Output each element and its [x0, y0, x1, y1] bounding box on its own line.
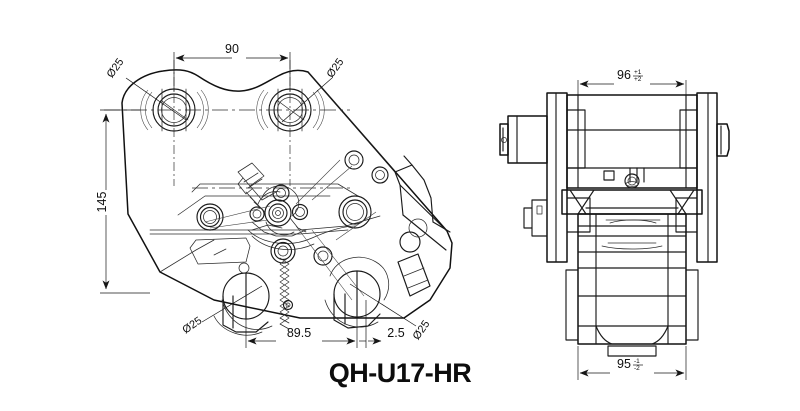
boss-lower-center-small [313, 246, 333, 266]
diameter-label-bottom-left: Ø25 [180, 315, 204, 337]
construction-line-4 [295, 159, 341, 205]
side-top-value: 96 [617, 68, 631, 82]
construction-line-7 [311, 229, 365, 297]
construction-line-6 [295, 225, 353, 301]
boss-right-large [338, 195, 372, 229]
dimension-bottom-89-5: 89.5 [245, 300, 358, 348]
side-gusset [561, 173, 703, 215]
side-bottom-tol-upper: -1 [634, 358, 640, 365]
dimension-label-2-5: 2.5 [387, 326, 404, 340]
boss-right-plain [399, 231, 421, 253]
side-stack-body [577, 213, 687, 357]
dimension-top-width-90: 90 [173, 42, 291, 92]
boss-lower-center [270, 238, 296, 264]
spring-bracket [237, 162, 277, 213]
dimension-bottom-2-5: 2.5 [359, 300, 405, 348]
dimension-label-145: 145 [95, 192, 109, 213]
dimension-label-96: 96 +1 +2 [617, 68, 643, 83]
boss-upper-right-small [344, 150, 364, 170]
diameter-label-bottom-right: Ø25 [411, 318, 433, 342]
front-internal-structure [149, 183, 381, 273]
construction-line-1 [204, 205, 271, 223]
hook-jaw-left [213, 272, 273, 336]
drawing-title: QH-U17-HR [328, 358, 472, 388]
dimension-side-bottom-95: 95 -1 -2 [577, 346, 687, 380]
side-view: 96 +1 +2 95 -1 -2 [499, 68, 730, 380]
side-lower-tabs [565, 269, 699, 341]
side-bottom-tol-lower: -2 [634, 365, 640, 372]
side-pin-right [716, 123, 730, 157]
construction-line-2 [209, 219, 269, 229]
latch-mechanism [247, 184, 357, 250]
side-top-tol-upper: +1 [634, 69, 642, 76]
diameter-label-top-right: Ø25 [325, 56, 347, 80]
side-bracket-block [397, 253, 431, 297]
side-upper-body [566, 94, 698, 189]
dimension-label-95: 95 -1 -2 [617, 357, 643, 372]
dimension-label-90: 90 [225, 42, 239, 56]
front-body-outline [121, 69, 453, 319]
round-recess [408, 218, 428, 238]
boss-mid-left [196, 203, 224, 231]
construction-line-5 [335, 211, 377, 241]
dimension-side-top-96: 96 +1 +2 [577, 68, 687, 100]
side-bracket-left [523, 199, 548, 237]
side-top-tol-lower: +2 [634, 76, 642, 83]
dimension-height-145: 145 [95, 109, 150, 294]
construction-line-3 [311, 165, 353, 201]
front-view: 90 145 89.5 2.5 [95, 42, 453, 348]
boss-upper-right-small-2 [371, 166, 389, 184]
side-pin-left [499, 115, 548, 164]
small-hole [238, 262, 250, 274]
dimension-label-89-5: 89.5 [287, 326, 311, 340]
side-flange-left [546, 92, 591, 263]
coil-spring [279, 257, 294, 330]
diameter-label-top-left: Ø25 [105, 56, 127, 80]
side-bottom-value: 95 [617, 357, 631, 371]
